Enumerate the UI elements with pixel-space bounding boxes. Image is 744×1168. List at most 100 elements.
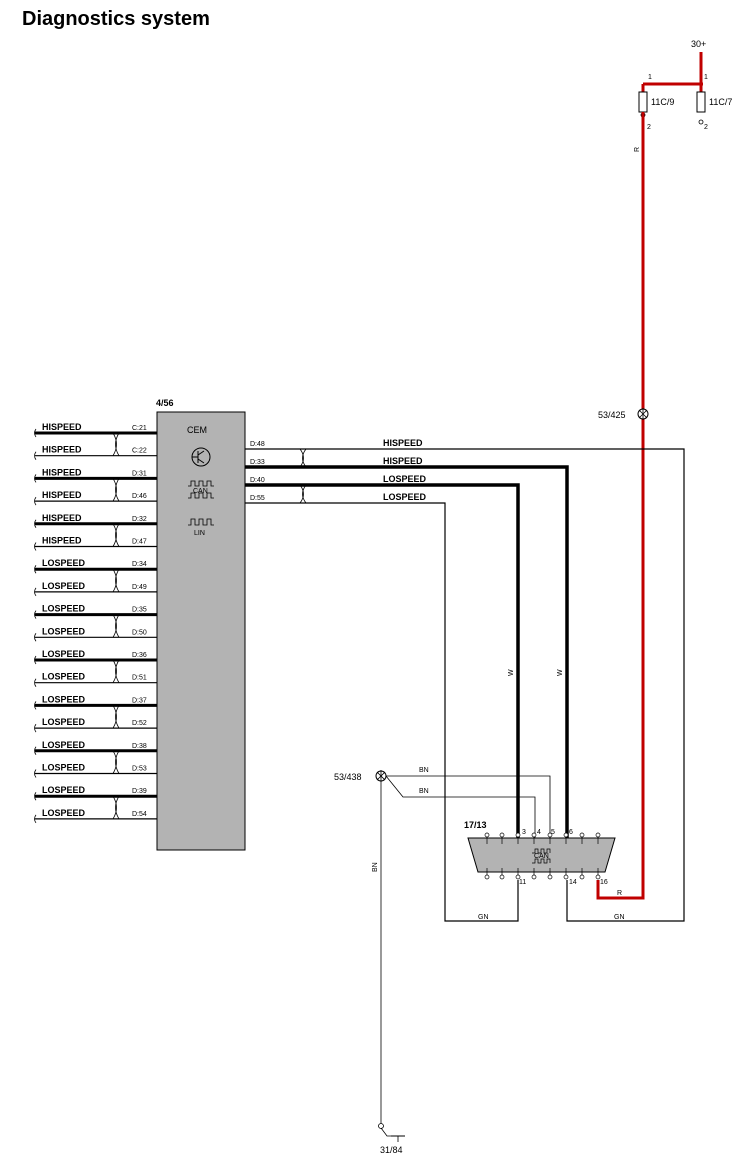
bus-label: LOSPEED <box>383 474 427 484</box>
cem-pin-row: HISPEED C:21 <box>34 422 157 456</box>
splice-label: 53/425 <box>598 410 626 420</box>
bus-label: HISPEED <box>42 513 82 523</box>
fuse-label: 11C/9 <box>651 97 674 107</box>
svg-text:R: R <box>634 147 641 152</box>
svg-text:2: 2 <box>704 124 708 131</box>
connector-pin <box>499 832 505 880</box>
power-wire <box>596 112 645 900</box>
svg-text:3: 3 <box>522 829 526 836</box>
pin-label: D:50 <box>132 629 147 636</box>
pin-label: D:31 <box>132 470 147 477</box>
bus-label: HISPEED <box>383 438 423 448</box>
pin-label: D:54 <box>132 811 147 818</box>
svg-text:CAN: CAN <box>534 853 549 860</box>
bus-label: LOSPEED <box>42 763 86 773</box>
twisted-pair-marker <box>112 750 120 774</box>
lospeed-wire-d55 <box>245 502 519 922</box>
svg-text:4: 4 <box>537 829 541 836</box>
ground-label: 31/84 <box>380 1145 403 1155</box>
splice-label: 53/438 <box>334 772 362 782</box>
ground-wiring: BN BN BN 53/438 31/84 <box>334 767 551 1155</box>
bus-label: LOSPEED <box>42 604 86 614</box>
bus-label: LOSPEED <box>42 694 86 704</box>
splice-53-438: 53/438 <box>334 770 387 782</box>
svg-text:GN: GN <box>614 914 625 921</box>
pin-label: D:53 <box>132 766 147 773</box>
pin-label: C:21 <box>132 425 147 432</box>
twisted-pair-marker <box>299 448 307 468</box>
bus-label: HISPEED <box>42 536 82 546</box>
twisted-pair-marker <box>112 614 120 638</box>
connector-pin <box>547 832 553 880</box>
svg-text:CAN: CAN <box>193 488 208 495</box>
twisted-pair-marker <box>112 523 120 547</box>
cem-pin-row: HISPEED D:32 <box>34 513 157 547</box>
fuse-11c7: 1 2 11C/7 <box>696 74 732 131</box>
pin-label: D:34 <box>132 561 147 568</box>
connector-pin <box>579 832 585 880</box>
pin-label: C:22 <box>132 448 147 455</box>
bus-label: LOSPEED <box>42 785 86 795</box>
svg-text:BN: BN <box>419 788 429 795</box>
lospeed-wire-d40 <box>245 483 520 838</box>
svg-text:GN: GN <box>478 914 489 921</box>
svg-text:14: 14 <box>569 879 577 886</box>
svg-text:2: 2 <box>647 124 651 131</box>
svg-text:W: W <box>557 669 564 676</box>
svg-text:BN: BN <box>372 862 379 872</box>
pin-label: D:36 <box>132 652 147 659</box>
cem-pin-row: LOSPEED D:39 <box>34 785 157 820</box>
lin-icon: LIN <box>188 518 214 537</box>
cem-pin-row: LOSPEED D:50 <box>34 626 157 642</box>
svg-text:R: R <box>617 890 622 897</box>
pin-label: D:47 <box>132 539 147 546</box>
hispeed-wire-d48 <box>245 448 685 922</box>
pin-label: D:33 <box>250 459 265 466</box>
power-supply: 30+ 1 2 11C/9 1 2 11C/7 R R <box>596 39 732 900</box>
connector-pin <box>484 832 490 880</box>
bus-label: HISPEED <box>42 467 82 477</box>
twisted-pair-marker <box>112 795 120 820</box>
hispeed-wire-d33 <box>245 465 569 838</box>
cem-name: CEM <box>187 425 207 435</box>
pin-label: D:55 <box>250 495 265 502</box>
bus-label: LOSPEED <box>42 740 86 750</box>
svg-text:6: 6 <box>569 829 573 836</box>
svg-text:BN: BN <box>419 767 429 774</box>
pin-label: D:51 <box>132 675 147 682</box>
transistor-icon <box>191 447 211 467</box>
connector-pin <box>531 832 537 880</box>
bus-label: LOSPEED <box>42 649 86 659</box>
bus-label: LOSPEED <box>42 626 86 636</box>
pin-label: D:48 <box>250 441 265 448</box>
cem-pin-row: LOSPEED D:36 <box>34 649 157 683</box>
fuse-label: 11C/7 <box>709 97 732 107</box>
cem-pin-row: LOSPEED D:53 <box>34 763 157 778</box>
bus-label: LOSPEED <box>42 808 86 818</box>
bus-label: LOSPEED <box>383 492 427 502</box>
bus-label: HISPEED <box>42 445 82 455</box>
twisted-pair-marker <box>112 432 120 456</box>
ground-point: 31/84 <box>378 1123 405 1155</box>
cem-right-pin-row: D:55 LOSPEED <box>250 492 427 502</box>
pin-label: D:49 <box>132 584 147 591</box>
can-icon: CAN <box>188 480 214 499</box>
cem-pin-row: HISPEED D:47 <box>34 536 157 551</box>
pin-label: D:32 <box>132 516 147 523</box>
pin-label: D:46 <box>132 493 147 500</box>
can-icon: CAN <box>532 848 551 864</box>
twisted-pair-marker <box>299 484 307 504</box>
pin-label: D:39 <box>132 788 147 795</box>
svg-text:16: 16 <box>600 879 608 886</box>
pin-label: D:52 <box>132 720 147 727</box>
cem-ref: 4/56 <box>156 398 174 408</box>
splice-53-425: 53/425 <box>598 408 649 420</box>
